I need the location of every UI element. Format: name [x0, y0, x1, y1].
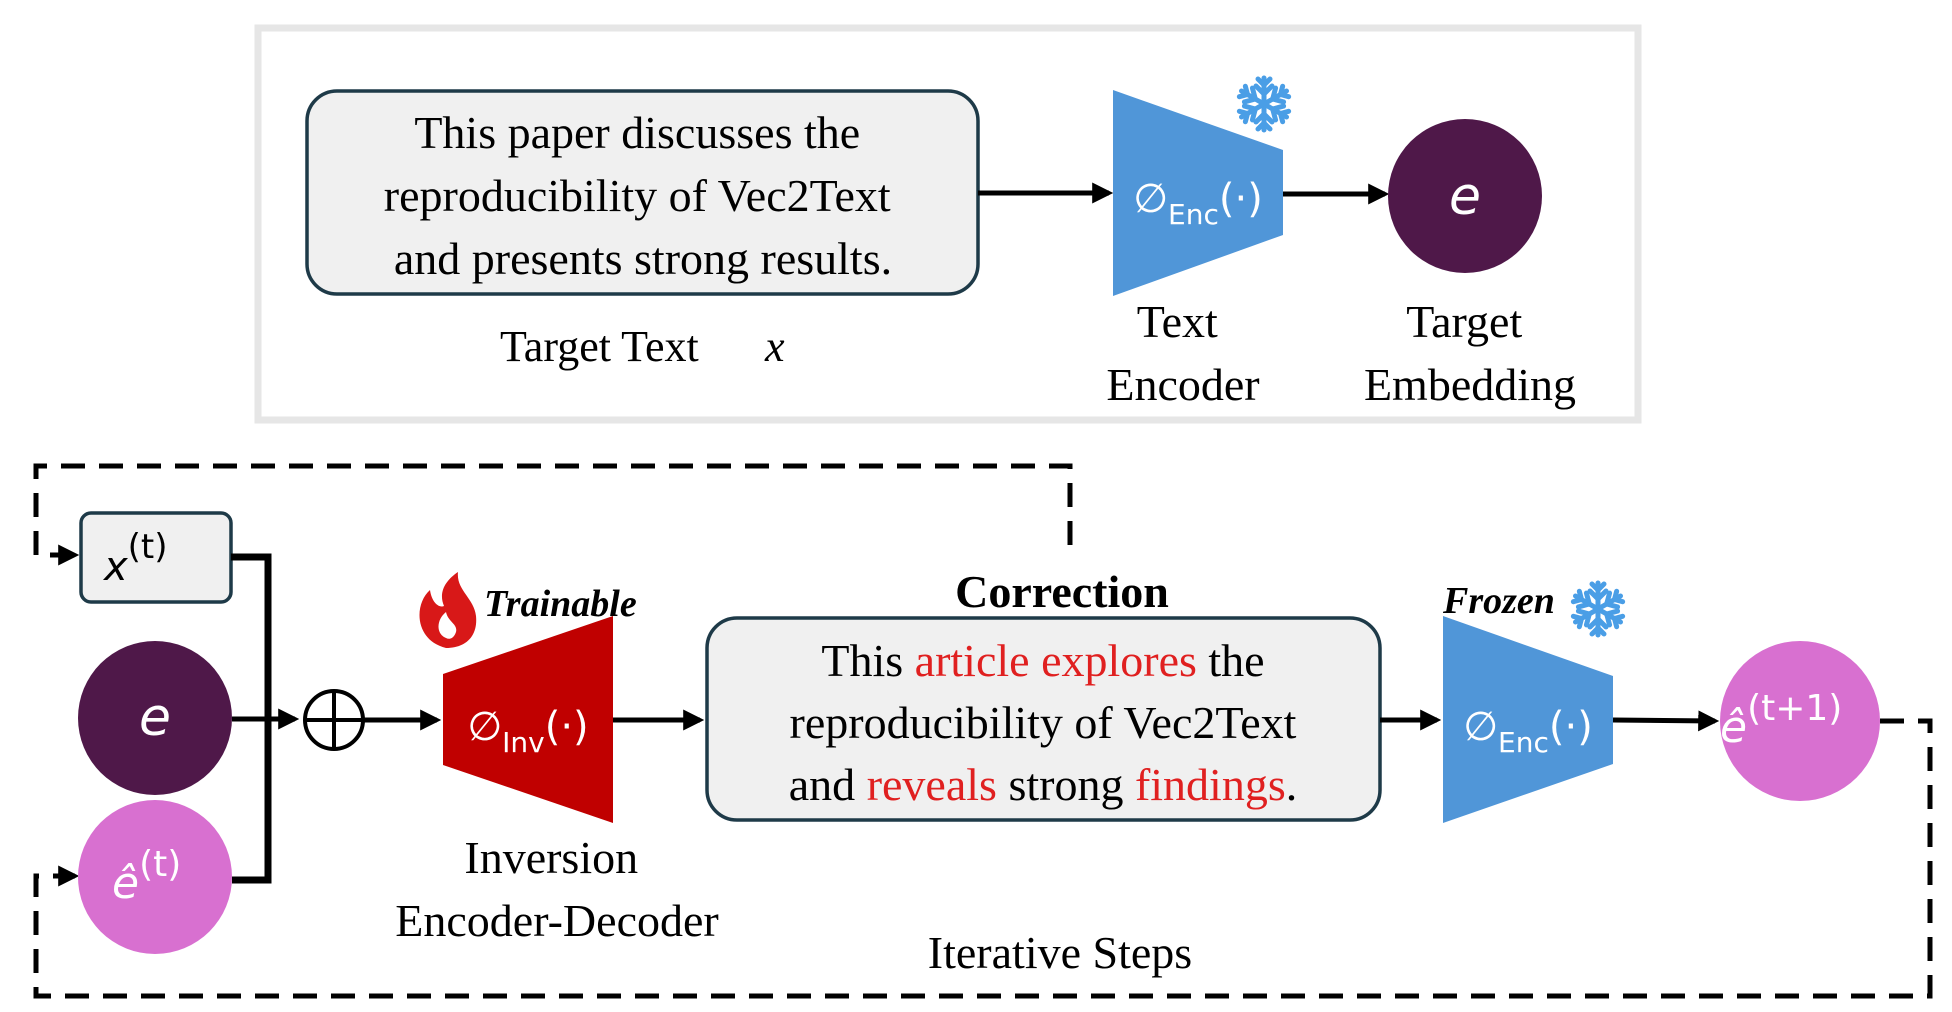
inversion-caption-line: Inversion: [464, 832, 638, 883]
correction-title: Correction: [955, 566, 1169, 617]
hypothesis-embedding-circle: [78, 800, 232, 954]
inversion-model-trapezoid: [443, 616, 613, 823]
text-encoder-trapezoid: [1113, 90, 1283, 296]
target-embedding-circle: [1388, 119, 1542, 273]
corrected-word: findings: [1135, 759, 1286, 810]
snowflake-icon: [1237, 78, 1290, 130]
correction-segment: the: [1197, 635, 1265, 686]
corrected-word: article explores: [915, 635, 1197, 686]
correction-line: This article explores the: [821, 635, 1264, 686]
frozen-encoder-label: ∅Enc(·): [1463, 704, 1593, 759]
correction-segment: and: [789, 759, 867, 810]
embedding-symbol: e: [139, 688, 171, 748]
target-text-line: This paper discusses the: [414, 107, 860, 158]
target-embedding-symbol: e: [1449, 167, 1481, 227]
correction-segment: reproducibility of Vec2Text: [790, 697, 1297, 748]
svg-text:Target Embedding: Target Embedding: [1364, 296, 1576, 410]
svg-text:Text Encoder: Text Encoder: [1106, 296, 1259, 410]
iterative-steps-label: Iterative Steps: [928, 927, 1192, 978]
correction-segment: .: [1286, 759, 1298, 810]
embedding-circle: [78, 641, 232, 795]
svg-text:Inversion Encoder-Decoder: Inversion Encoder-Decoder: [395, 832, 718, 946]
inversion-caption-line: Encoder-Decoder: [395, 895, 718, 946]
correction-segment: This: [821, 635, 914, 686]
embedding-caption-line: Embedding: [1364, 359, 1576, 410]
target-text-caption: Target Text: [500, 322, 699, 371]
text-encoder-label: ∅Enc(·): [1133, 176, 1263, 231]
correction-text: This article explores the reproducibility…: [789, 635, 1297, 810]
x-t-label: x(t): [102, 527, 168, 590]
correction-segment: strong: [997, 759, 1135, 810]
correction-line: and reveals strong findings.: [789, 759, 1297, 810]
encoder-caption-line: Encoder: [1106, 359, 1259, 410]
target-text-line: reproducibility of Vec2Text: [384, 170, 891, 221]
inversion-model-label: ∅Inv(·): [467, 704, 588, 759]
next-hypothesis-embedding-symbol: ê(t+1): [1720, 688, 1842, 753]
loop-top-dashed: [33, 463, 1073, 566]
target-text-symbol: x: [764, 322, 785, 371]
embedding-caption-line: Target: [1406, 296, 1522, 347]
correction-line: reproducibility of Vec2Text: [790, 697, 1297, 748]
encoder-caption-line: Text: [1137, 296, 1218, 347]
frozen-encoder-trapezoid: [1443, 616, 1613, 823]
loop-bottom-dashed: [33, 718, 1933, 999]
corrected-word: reveals: [867, 759, 997, 810]
flame-icon: [419, 572, 477, 648]
trainable-label: Trainable: [484, 583, 637, 625]
next-hypothesis-embedding-circle: [1720, 641, 1880, 801]
snowflake-icon: [1571, 583, 1624, 635]
hypothesis-embedding-symbol: ê(t): [112, 844, 181, 909]
arrow-encoder-to-output: [1612, 710, 1720, 732]
svg-text:This paper discusses the r: This paper discusses the reproducibility…: [384, 107, 902, 284]
target-text-line: and presents strong results.: [394, 233, 892, 284]
frozen-label: Frozen: [1442, 580, 1555, 622]
